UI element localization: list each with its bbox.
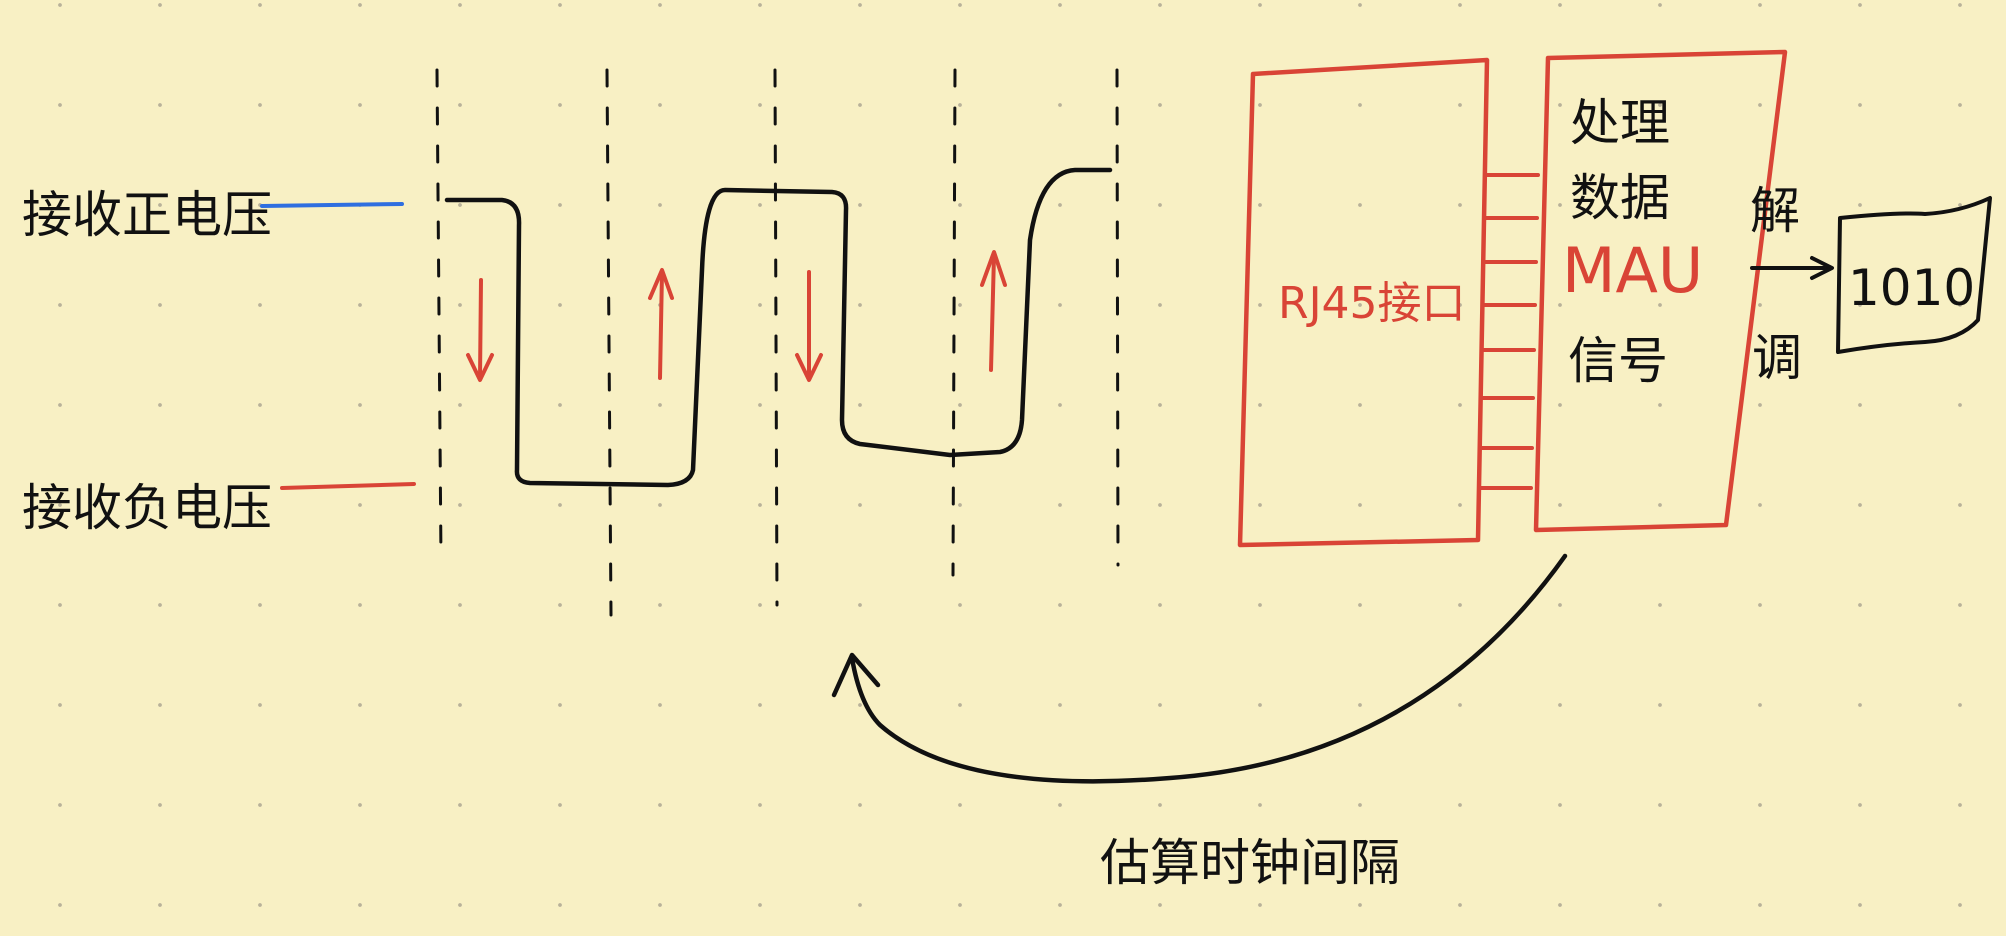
mau-box <box>1533 49 1788 533</box>
rj45-port-box <box>1237 57 1490 548</box>
label-bits: 1010 <box>1848 259 1975 317</box>
label-demod-1: 解 <box>1750 182 1800 240</box>
blue-legend-line <box>260 202 404 208</box>
manchester-waveform <box>444 167 1113 488</box>
clock-dashed-line <box>951 68 957 577</box>
label-positive-voltage: 接收正电压 <box>22 186 272 244</box>
arrow-up-icon <box>980 250 1007 372</box>
label-clock-estimate: 估算时钟间隔 <box>1100 834 1400 892</box>
clock-dashed-line <box>1115 68 1120 567</box>
arrow-right-icon <box>1750 256 1834 280</box>
binary-output-box <box>1836 196 1992 354</box>
label-demod-2: 调 <box>1752 329 1802 387</box>
curved-arrow-icon <box>831 553 1568 784</box>
label-mau: MAU <box>1562 234 1703 307</box>
clock-dashed-line <box>435 68 443 562</box>
label-rj45: RJ45接口 <box>1278 278 1466 329</box>
clock-dashed-line <box>773 68 779 607</box>
label-process: 处理 <box>1570 94 1670 152</box>
label-signal: 信号 <box>1568 332 1668 390</box>
clock-dashed-line <box>605 68 613 617</box>
connector-pins <box>1478 173 1540 490</box>
label-data: 数据 <box>1570 169 1670 227</box>
arrow-down-icon <box>466 278 494 382</box>
label-negative-voltage: 接收负电压 <box>22 479 272 537</box>
arrow-up-icon <box>648 268 674 380</box>
arrow-down-icon <box>795 270 823 382</box>
red-legend-line <box>280 482 416 490</box>
